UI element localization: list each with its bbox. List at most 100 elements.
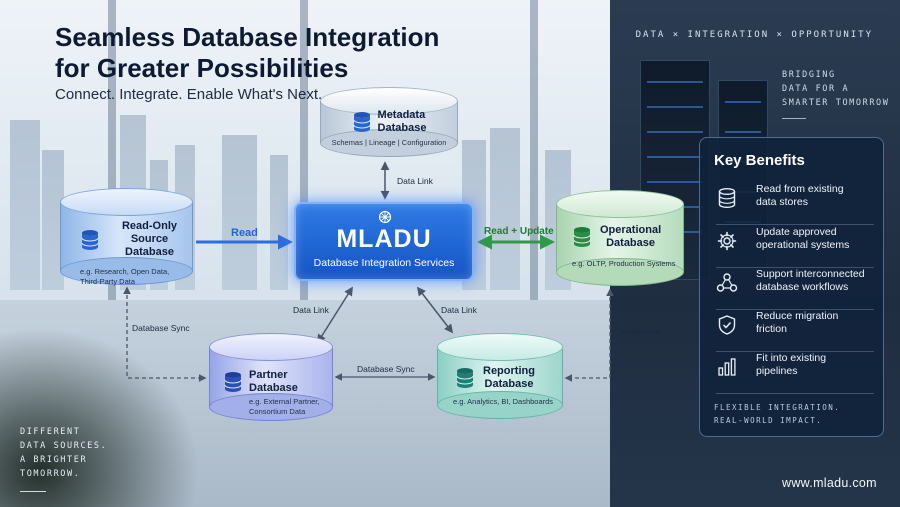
database-text: Partner Database e.g. External Partner, … <box>249 369 333 417</box>
website-link[interactable]: www.mladu.com <box>782 476 877 490</box>
database-icon <box>224 372 242 392</box>
divider <box>716 351 874 352</box>
desc-line: Consortium Data <box>249 407 306 416</box>
database-content: Reporting Database e.g. Analytics, BI, D… <box>437 361 563 409</box>
database-name: Metadata Database <box>378 109 427 135</box>
benefit-item: Update approved operational systems <box>712 226 878 268</box>
benefit-line: pipelines <box>756 365 798 377</box>
database-name: Reporting Database <box>483 365 535 391</box>
benefit-line: operational systems <box>756 239 850 251</box>
cylinder-top <box>60 188 193 216</box>
benefit-item: Reduce migration friction <box>712 310 878 352</box>
label-reporting-link: Data Link <box>441 305 477 315</box>
network-icon <box>716 273 738 292</box>
cylinder-top <box>556 190 684 218</box>
tagline-line: BRIDGING <box>782 70 836 80</box>
tagline-left: DIFFERENT DATA SOURCES. A BRIGHTER TOMOR… <box>20 425 107 492</box>
bar-chart-icon <box>718 358 736 376</box>
benefit-line: Support interconnected <box>756 268 865 280</box>
desc-line: e.g. Research, Open Data, <box>80 267 170 276</box>
cylinder-base <box>556 258 684 286</box>
title-line: Seamless Database Integration <box>55 22 440 52</box>
background-building <box>10 120 40 290</box>
database-header: Reporting Database <box>455 365 563 391</box>
tagline-line: DATA SOURCES. <box>20 441 108 451</box>
database-icon <box>573 227 591 247</box>
gear-icon <box>717 231 737 251</box>
label-read: Read <box>231 227 258 239</box>
label-db-sync-bottom: Database Sync <box>357 364 415 374</box>
readonly-source-database[interactable]: Read-Only Source Database e.g. Research,… <box>60 188 193 287</box>
database-header: Operational Database <box>572 224 684 250</box>
tagline-top: DATA × INTEGRATION × OPPORTUNITY <box>635 30 873 40</box>
divider <box>782 118 806 119</box>
tagline-line: DIFFERENT <box>20 427 81 437</box>
name-line: Database <box>606 237 656 249</box>
hub-subtitle: Database Integration Services <box>313 257 455 269</box>
benefit-line: Reduce migration <box>756 310 839 322</box>
background-building <box>270 155 288 290</box>
database-name: Partner Database <box>249 369 298 394</box>
name-line: Source Database <box>125 233 174 258</box>
database-header: Metadata Database <box>320 109 458 135</box>
name-line: Reporting <box>483 365 535 377</box>
cylinder-base <box>60 257 193 285</box>
benefit-line: database workflows <box>756 281 849 293</box>
database-content: Operational Database e.g. OLTP, Producti… <box>556 218 684 276</box>
shield-check-icon <box>718 315 736 335</box>
desc-line: Third-Party Data <box>80 277 136 286</box>
database-content: Metadata Database Schemas | Lineage | Co… <box>320 109 458 147</box>
tagline-line: A BRIGHTER <box>20 455 88 465</box>
benefit-text: Support interconnected database workflow… <box>756 268 876 294</box>
key-benefits-panel: Key Benefits Read from existing data sto… <box>699 137 884 437</box>
database-name: Operational Database <box>600 224 661 250</box>
label-db-sync-left: Database Sync <box>132 323 190 333</box>
mladu-hub[interactable]: MLADU Database Integration Services <box>294 202 474 281</box>
database-description: e.g. OLTP, Production Systems <box>572 259 676 268</box>
cylinder-top <box>209 333 333 361</box>
panel-footer: FLEXIBLE INTEGRATION. REAL-WORLD IMPACT. <box>714 401 840 427</box>
metadata-database[interactable]: Metadata Database Schemas | Lineage | Co… <box>320 87 458 157</box>
benefit-line: Read from existing <box>756 183 844 195</box>
divider <box>20 491 46 492</box>
arrow-reporting-hub <box>416 286 454 334</box>
label-read-update: Read + Update <box>484 226 554 237</box>
label-partner-link: Data Link <box>293 305 329 315</box>
cylinder-top <box>320 87 458 115</box>
benefit-text: Update approved operational systems <box>756 226 876 252</box>
tagline-line: TOMORROW. <box>20 469 81 479</box>
page-subtitle: Connect. Integrate. Enable What's Next. <box>55 86 323 103</box>
database-content: Partner Database e.g. External Partner, … <box>209 361 333 416</box>
reporting-database[interactable]: Reporting Database e.g. Analytics, BI, D… <box>437 333 563 419</box>
cylinder-base <box>320 129 458 157</box>
label-integration: Integration <box>620 326 661 336</box>
footer-line: REAL-WORLD IMPACT. <box>714 416 823 425</box>
benefit-text: Reduce migration friction <box>756 310 876 336</box>
benefit-line: Update approved <box>756 226 837 238</box>
tagline-line: SMARTER TOMORROW <box>782 98 890 108</box>
benefit-text: Read from existing data stores <box>756 183 876 209</box>
divider <box>716 309 874 310</box>
arrow-db-sync-left <box>123 286 207 382</box>
name-line: Database <box>377 122 427 134</box>
divider <box>716 393 874 394</box>
divider <box>716 224 874 225</box>
page-title: Seamless Database Integration for Greate… <box>55 22 439 84</box>
database-header: Read-Only Source Database <box>80 220 193 259</box>
database-description: Schemas | Lineage | Configuration <box>331 138 447 147</box>
operational-database[interactable]: Operational Database e.g. OLTP, Producti… <box>556 190 684 286</box>
database-name: Read-Only Source Database <box>106 220 193 259</box>
window-frame <box>108 0 116 300</box>
benefit-line: data stores <box>756 196 808 208</box>
panel-title: Key Benefits <box>714 152 805 169</box>
database-icon <box>353 112 371 132</box>
database-description: e.g. Analytics, BI, Dashboards <box>453 397 554 406</box>
database-description: e.g. Research, Open Data, Third-Party Da… <box>80 267 193 287</box>
partner-database[interactable]: Partner Database e.g. External Partner, … <box>209 333 333 421</box>
database-icon <box>456 368 474 388</box>
window-frame <box>530 0 538 300</box>
database-header: Partner Database e.g. External Partner, … <box>223 369 333 417</box>
window-frame <box>300 0 308 300</box>
benefit-line: friction <box>756 323 787 335</box>
